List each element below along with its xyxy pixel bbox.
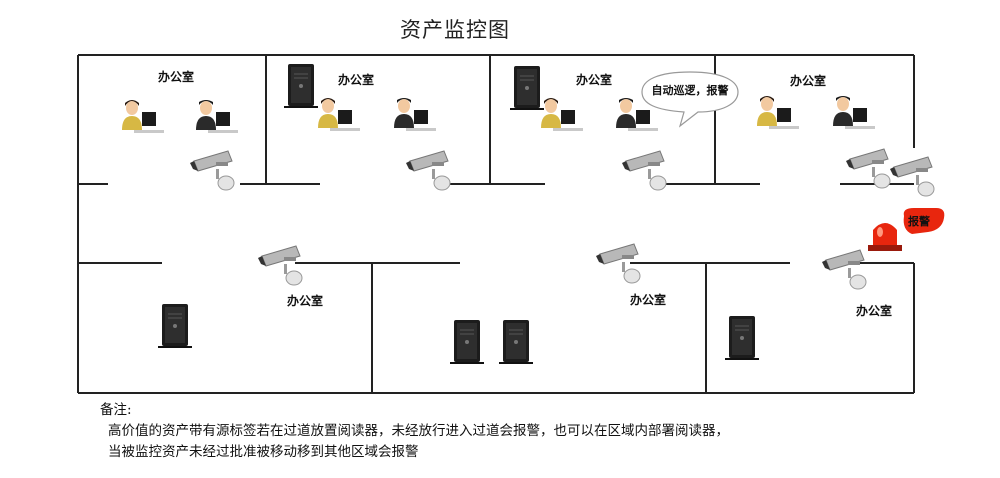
security-camera-icon	[257, 245, 303, 286]
alarm-light-icon	[868, 223, 902, 251]
server-tower-icon	[724, 315, 760, 361]
office-worker-icon	[757, 96, 799, 129]
diagram-title: 资产监控图	[400, 18, 510, 42]
server-tower-icon	[509, 65, 545, 111]
room-label: 办公室	[158, 70, 195, 84]
alarm-badge-text: 报警	[908, 215, 930, 228]
security-camera-icon	[889, 156, 935, 197]
office-worker-icon	[122, 100, 164, 133]
room-label: 办公室	[856, 304, 893, 318]
office-worker-icon	[394, 98, 436, 131]
server-tower-icon	[283, 63, 319, 109]
security-camera-icon	[821, 249, 867, 290]
alarm-badge: 报警	[900, 206, 946, 236]
room-label: 办公室	[338, 73, 375, 87]
notes-line: 当被监控资产未经过批准被移动移到其他区域会报警	[108, 444, 419, 460]
notes: 备注: 高价值的资产带有源标签若在过道放置阅读器，未经放行进入过道会报警，也可以…	[100, 400, 729, 463]
office-worker-icon	[318, 98, 360, 131]
server-tower-icon	[157, 303, 193, 349]
room-label: 办公室	[790, 74, 827, 88]
room-label: 办公室	[287, 294, 324, 308]
patrol-bubble-text: 自动巡逻，报警	[651, 84, 729, 97]
room-label: 办公室	[576, 73, 613, 87]
walls	[77, 54, 915, 394]
office-worker-icon	[196, 100, 238, 133]
security-camera-icon	[845, 148, 891, 189]
security-camera-icon	[189, 150, 235, 191]
notes-line: 高价值的资产带有源标签若在过道放置阅读器，未经放行进入过道会报警，也可以在区域内…	[108, 423, 729, 439]
office-worker-icon	[833, 96, 875, 129]
room-label: 办公室	[630, 293, 667, 307]
server-tower-icon	[498, 319, 534, 365]
notes-heading: 备注:	[100, 402, 132, 418]
security-camera-icon	[621, 150, 667, 191]
server-tower-icon	[449, 319, 485, 365]
office-worker-icon	[541, 98, 583, 131]
security-camera-icon	[405, 150, 451, 191]
patrol-speech-bubble: 自动巡逻，报警	[640, 68, 740, 128]
